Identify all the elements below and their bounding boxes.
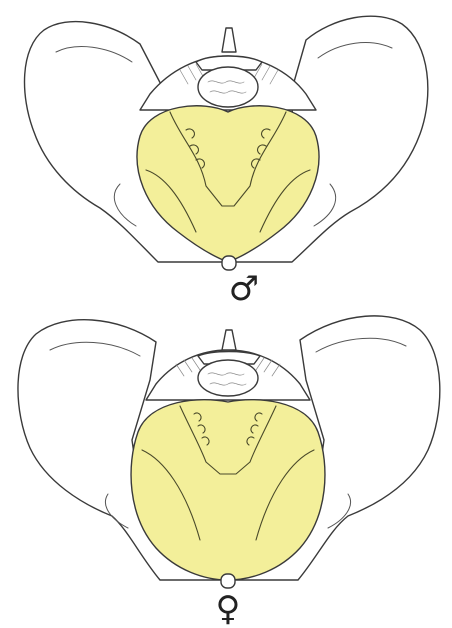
- female-symbol: ♀: [216, 589, 241, 628]
- male-symbol: ♂: [229, 269, 259, 309]
- female-pelvis-illustration: [18, 316, 440, 588]
- female-pelvic-inlet: [131, 400, 325, 580]
- male-vertebral-body: [198, 67, 258, 107]
- female-pubic-symphysis: [221, 574, 235, 588]
- male-pelvis-illustration: [25, 16, 428, 270]
- male-spinous-process: [222, 28, 236, 52]
- male-pubic-symphysis: [222, 256, 236, 270]
- female-vertebral-body: [198, 360, 258, 396]
- female-spinous-process: [222, 330, 236, 350]
